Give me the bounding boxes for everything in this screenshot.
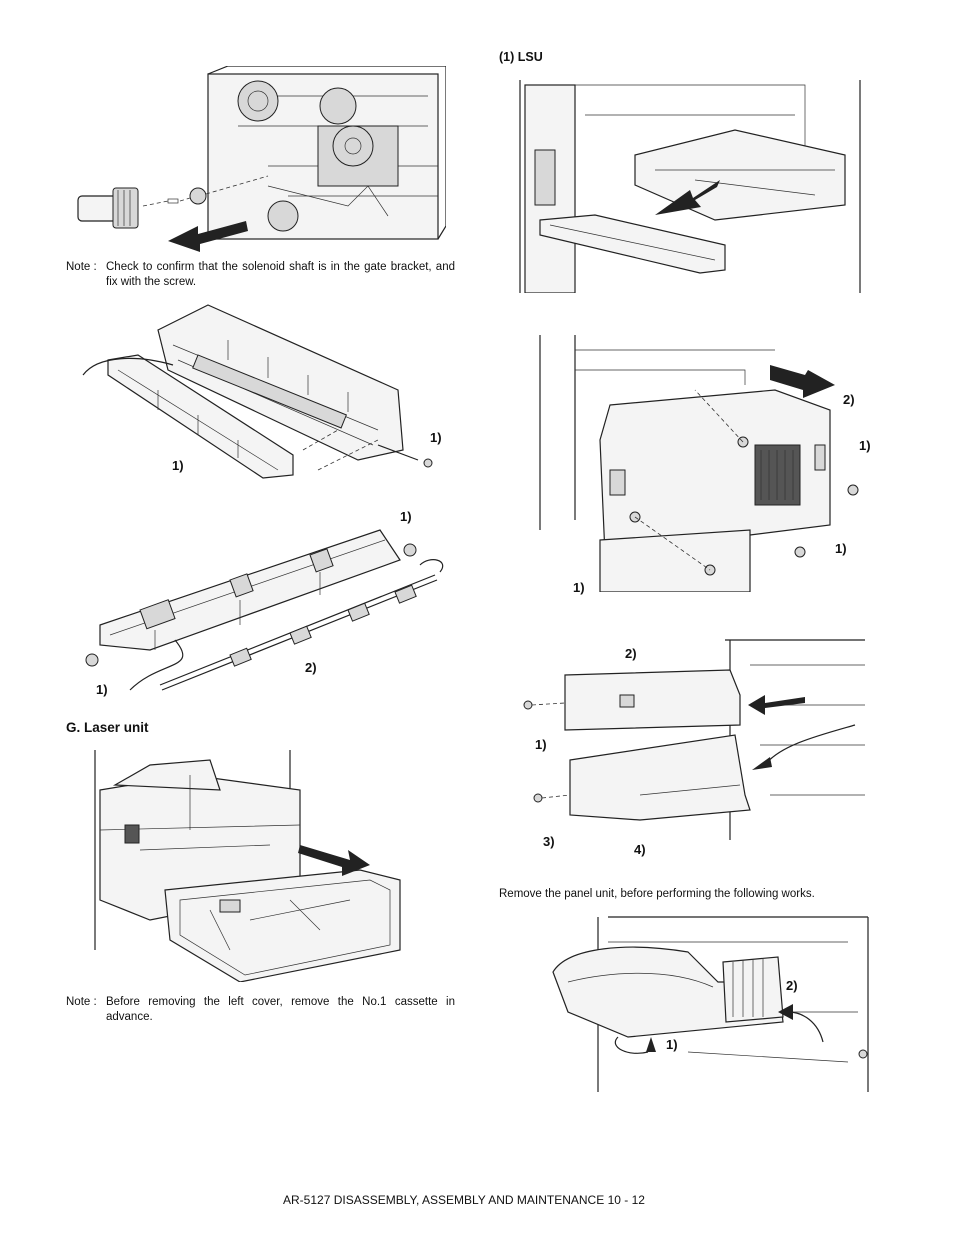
note-text: Before removing the left cover, remove t… — [106, 996, 455, 1023]
callout-2-roller: 2) — [305, 660, 317, 675]
callout-2-rear: 2) — [843, 392, 855, 407]
figure-front-cover — [515, 75, 865, 293]
note-solenoid-check: Note : Check to confirm that the solenoi… — [66, 260, 456, 292]
callout-1-bottom: 1) — [96, 682, 108, 697]
callout-1-right: 1) — [430, 430, 442, 445]
figure-side-covers — [520, 635, 865, 840]
callout-1-left: 1) — [172, 458, 184, 473]
callout-3-side: 3) — [543, 834, 555, 849]
figure-solenoid-gears — [68, 66, 446, 256]
callout-1-rear-left: 1) — [573, 580, 585, 595]
section-heading-laser-unit: G. Laser unit — [66, 720, 149, 735]
note-text: Check to confirm that the solenoid shaft… — [106, 261, 455, 288]
callout-2-panel: 2) — [786, 978, 798, 993]
figure-gate-bracket — [78, 300, 450, 485]
callout-1-rear-bottom: 1) — [835, 541, 847, 556]
figure-cassette-removal — [90, 750, 405, 982]
figure-roller-assembly — [80, 510, 455, 700]
subheading-lsu: (1) LSU — [499, 50, 543, 64]
note-tag: Note : — [66, 261, 97, 273]
callout-1-side: 1) — [535, 737, 547, 752]
figure-panel-unit — [548, 912, 873, 1092]
callout-1-panel: 1) — [666, 1037, 678, 1052]
callout-4-side: 4) — [634, 842, 646, 857]
note-tag: Note : — [66, 996, 97, 1008]
figure-rear-cover-screws — [535, 330, 865, 592]
callout-1-rear-right: 1) — [859, 438, 871, 453]
callout-1-top: 1) — [400, 509, 412, 524]
instruction-remove-panel: Remove the panel unit, before performing… — [499, 888, 815, 900]
callout-2-side: 2) — [625, 646, 637, 661]
note-remove-cassette: Note : Before removing the left cover, r… — [66, 995, 456, 1027]
page-footer: AR-5127 DISASSEMBLY, ASSEMBLY AND MAINTE… — [283, 1193, 645, 1207]
